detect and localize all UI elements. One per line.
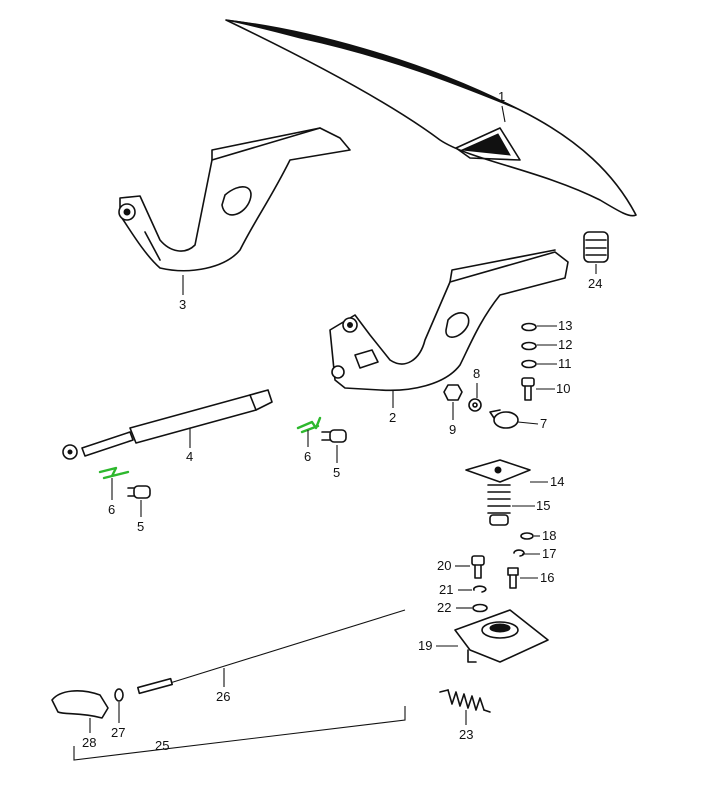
- part-washers-small: [521, 322, 537, 369]
- part-release-lever: [51, 690, 109, 719]
- part-release-cable: [137, 609, 406, 695]
- leader-lines: [73, 105, 597, 761]
- part-bolt-10: [521, 377, 535, 401]
- part-hinge-left: [118, 127, 351, 272]
- callout-17: 17: [542, 546, 556, 561]
- callout-14: 14: [550, 474, 564, 489]
- callout-labels: 1 2 3 4 5 5 6 6 7 8 9 10 11 12 13 14 15 …: [82, 89, 602, 753]
- part-bolt-16: [507, 567, 519, 589]
- callout-24: 24: [588, 276, 602, 291]
- callout-10: 10: [556, 381, 570, 396]
- part-lock-base: [454, 609, 549, 663]
- callout-4: 4: [186, 449, 193, 464]
- callout-6-left: 6: [108, 502, 115, 517]
- callout-8: 8: [473, 366, 480, 381]
- part-hinge-right: [329, 249, 569, 392]
- callout-28: 28: [82, 735, 96, 750]
- part-gas-strut: [62, 389, 273, 460]
- part-washer-8: [468, 398, 482, 412]
- callout-19: 19: [418, 638, 432, 653]
- part-lock-spring: [487, 484, 511, 526]
- part-clip-21: [473, 585, 487, 593]
- callout-3: 3: [179, 297, 186, 312]
- callout-6-right: 6: [304, 449, 311, 464]
- part-bolt-20: [471, 555, 485, 579]
- callout-27: 27: [111, 725, 125, 740]
- callout-23: 23: [459, 727, 473, 742]
- part-nut-9: [443, 384, 463, 401]
- part-hood-lid: [225, 19, 637, 217]
- callout-9: 9: [449, 422, 456, 437]
- callout-18: 18: [542, 528, 556, 543]
- part-lock-plate: [465, 459, 531, 483]
- callout-13: 13: [558, 318, 572, 333]
- callout-5-right: 5: [333, 465, 340, 480]
- callout-15: 15: [536, 498, 550, 513]
- part-clip-17: [513, 549, 525, 557]
- callout-5-left: 5: [137, 519, 144, 534]
- part-clip-left: [98, 466, 130, 480]
- callout-11: 11: [558, 356, 572, 371]
- part-pin-right: [321, 429, 347, 443]
- callout-20: 20: [437, 558, 451, 573]
- callout-26: 26: [216, 689, 230, 704]
- callout-7: 7: [540, 416, 547, 431]
- callout-16: 16: [540, 570, 554, 585]
- part-clip-right: [296, 416, 322, 434]
- part-knob-7: [489, 409, 519, 429]
- part-washer-18: [520, 532, 534, 540]
- callout-12: 12: [558, 337, 572, 352]
- part-rubber-buffer: [583, 231, 609, 263]
- part-washer-22: [472, 603, 488, 613]
- part-tension-spring: [439, 689, 491, 713]
- callout-22: 22: [437, 600, 451, 615]
- callout-2: 2: [389, 410, 396, 425]
- callout-21: 21: [439, 582, 453, 597]
- callout-1: 1: [498, 89, 505, 104]
- callout-25: 25: [155, 738, 169, 753]
- part-pin-left: [127, 485, 151, 499]
- part-washer-27: [114, 688, 124, 702]
